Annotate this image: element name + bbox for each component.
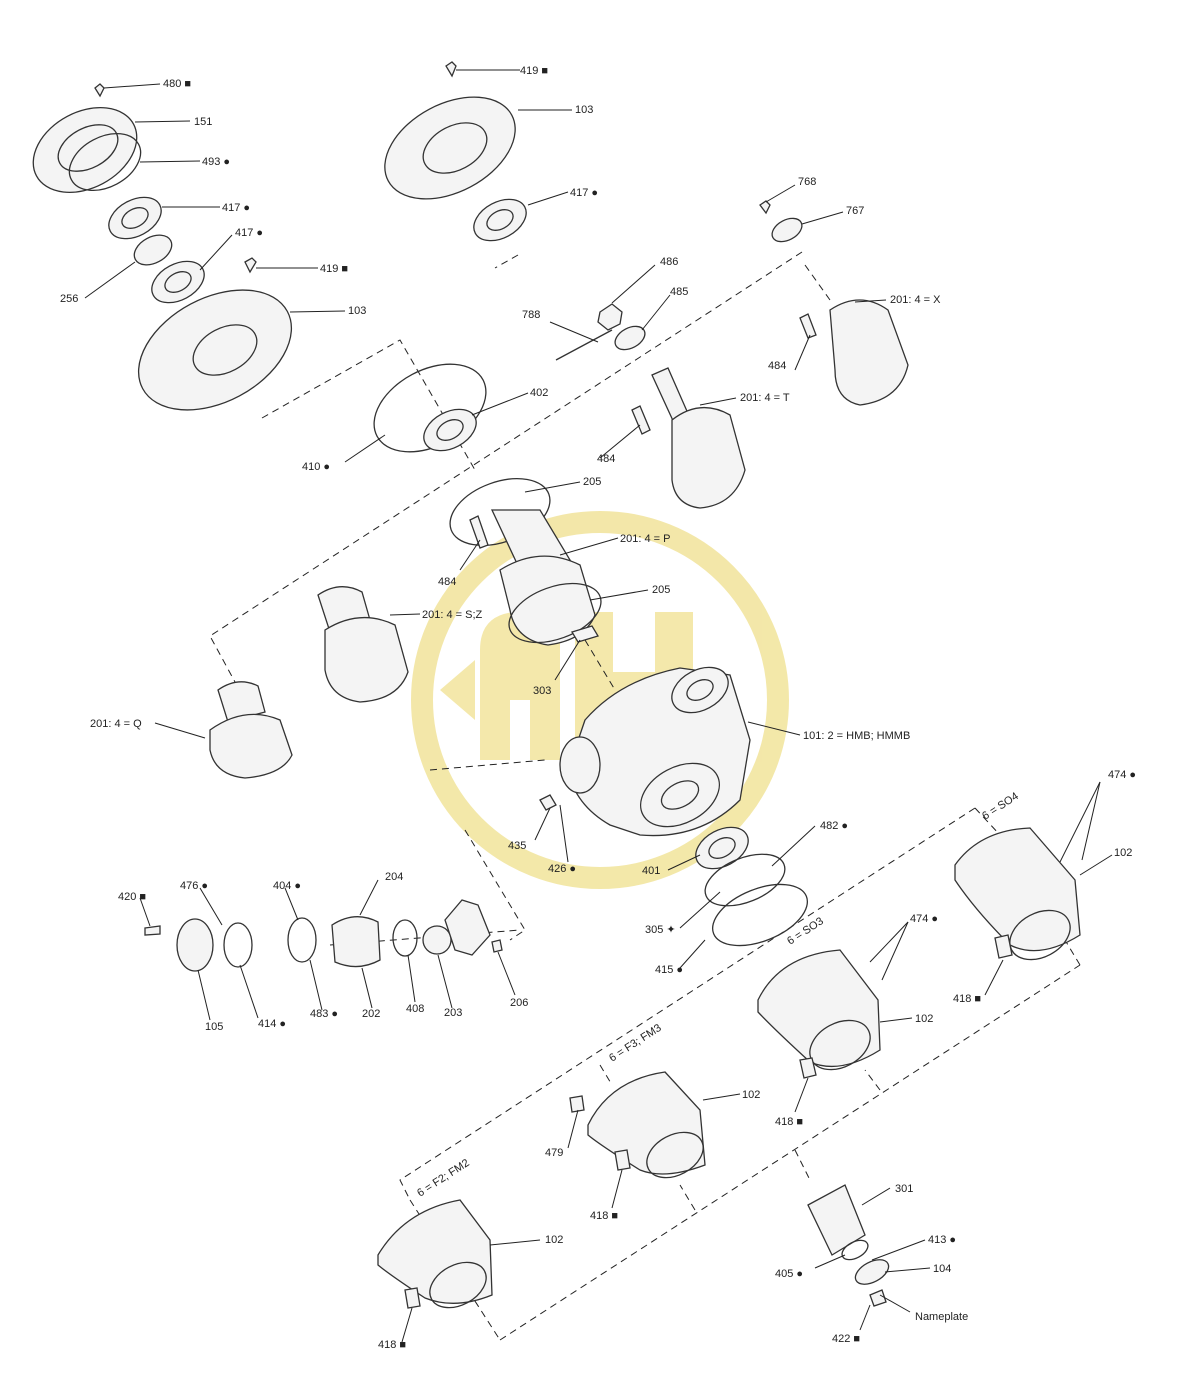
label-102-b: 102 xyxy=(915,1013,933,1025)
flange-f3 xyxy=(569,1071,706,1179)
label-418-b: 418 ■ xyxy=(775,1116,803,1128)
label-105: 105 xyxy=(205,1021,223,1033)
label-419-a: 419 ■ xyxy=(520,65,548,77)
label-201sz: 201: 4 = S;Z xyxy=(422,609,483,621)
label-417-c: 417 ● xyxy=(570,187,598,199)
label-201q: 201: 4 = Q xyxy=(90,718,142,730)
label-205-b: 205 xyxy=(652,584,670,596)
label-405: 405 ● xyxy=(775,1268,803,1280)
label-151: 151 xyxy=(194,116,212,128)
label-404: 404 ● xyxy=(273,880,301,892)
label-422: 422 ■ xyxy=(832,1333,860,1345)
label-410: 410 ● xyxy=(302,461,330,473)
label-so4: 6 = SO4 xyxy=(980,790,1021,822)
label-201p: 201: 4 = P xyxy=(620,533,670,545)
label-204: 204 xyxy=(385,871,403,883)
label-483: 483 ● xyxy=(310,1008,338,1020)
label-418-d: 418 ■ xyxy=(378,1339,406,1351)
label-f2: 6 = F2; FM2 xyxy=(415,1157,472,1200)
label-486: 486 xyxy=(660,256,678,268)
label-303: 303 xyxy=(533,685,551,697)
label-102-c: 102 xyxy=(742,1089,760,1101)
leader-lines xyxy=(84,69,1113,1343)
label-493: 493 ● xyxy=(202,156,230,168)
label-482: 482 ● xyxy=(820,820,848,832)
label-417-b: 417 ● xyxy=(235,227,263,239)
label-305: 305 ✦ xyxy=(645,924,676,936)
label-408: 408 xyxy=(406,1003,424,1015)
label-201x: 201: 4 = X xyxy=(890,294,941,306)
label-205-a: 205 xyxy=(583,476,601,488)
label-201t: 201: 4 = T xyxy=(740,392,790,404)
shaft-q-assembly xyxy=(209,681,293,779)
flange-f2 xyxy=(377,1199,493,1309)
label-414: 414 ● xyxy=(258,1018,286,1030)
label-256: 256 xyxy=(60,293,78,305)
label-202: 202 xyxy=(362,1008,380,1020)
label-479: 479 xyxy=(545,1147,563,1159)
shaft-x-assembly xyxy=(759,200,909,406)
housing-101 xyxy=(539,666,751,837)
label-480: 480 ■ xyxy=(163,78,191,90)
label-418-c: 418 ■ xyxy=(590,1210,618,1222)
spring-301-assembly xyxy=(807,1184,890,1307)
label-788: 788 xyxy=(522,309,540,321)
label-301: 301 xyxy=(895,1183,913,1195)
label-485: 485 xyxy=(670,286,688,298)
label-474-b: 474 ● xyxy=(910,913,938,925)
bearing-401-assembly xyxy=(695,826,809,947)
label-101: 101: 2 = HMB; HMMB xyxy=(803,730,910,742)
label-103-a: 103 xyxy=(575,104,593,116)
label-104: 104 xyxy=(933,1263,951,1275)
label-402: 402 xyxy=(530,387,548,399)
label-767: 767 xyxy=(846,205,864,217)
label-102-d: 102 xyxy=(545,1234,563,1246)
bearing-402-assembly xyxy=(373,363,487,453)
label-206: 206 xyxy=(510,997,528,1009)
label-474-a: 474 ● xyxy=(1108,769,1136,781)
label-103-b: 103 xyxy=(348,305,366,317)
label-415: 415 ● xyxy=(655,964,683,976)
shaft-p-assembly xyxy=(449,478,602,646)
label-so3: 6 = SO3 xyxy=(785,915,826,947)
flange-so4 xyxy=(954,827,1081,961)
label-f3: 6 = F3; FM3 xyxy=(607,1022,664,1065)
label-420: 420 ■ xyxy=(118,891,146,903)
label-435: 435 xyxy=(508,840,526,852)
label-768: 768 xyxy=(798,176,816,188)
label-419-b: 419 ■ xyxy=(320,263,348,275)
piston-row-assembly xyxy=(144,899,503,972)
label-203: 203 xyxy=(444,1007,462,1019)
label-484-b: 484 xyxy=(597,453,615,465)
label-426: 426 ● xyxy=(548,863,576,875)
cover-103-assembly xyxy=(384,61,527,242)
label-102-a: 102 xyxy=(1114,847,1132,859)
label-nameplate: Nameplate xyxy=(915,1311,968,1323)
label-417-a: 417 ● xyxy=(222,202,250,214)
label-484-a: 484 xyxy=(768,360,786,372)
label-401: 401 xyxy=(642,865,660,877)
cover-151-assembly xyxy=(32,83,293,411)
flange-so3 xyxy=(757,949,881,1079)
label-418-a: 418 ■ xyxy=(953,993,981,1005)
shaft-sz-assembly xyxy=(317,586,409,703)
label-413: 413 ● xyxy=(928,1234,956,1246)
label-476: 476 ● xyxy=(180,880,208,892)
label-484-c: 484 xyxy=(438,576,456,588)
shaft-t-assembly xyxy=(555,303,746,509)
